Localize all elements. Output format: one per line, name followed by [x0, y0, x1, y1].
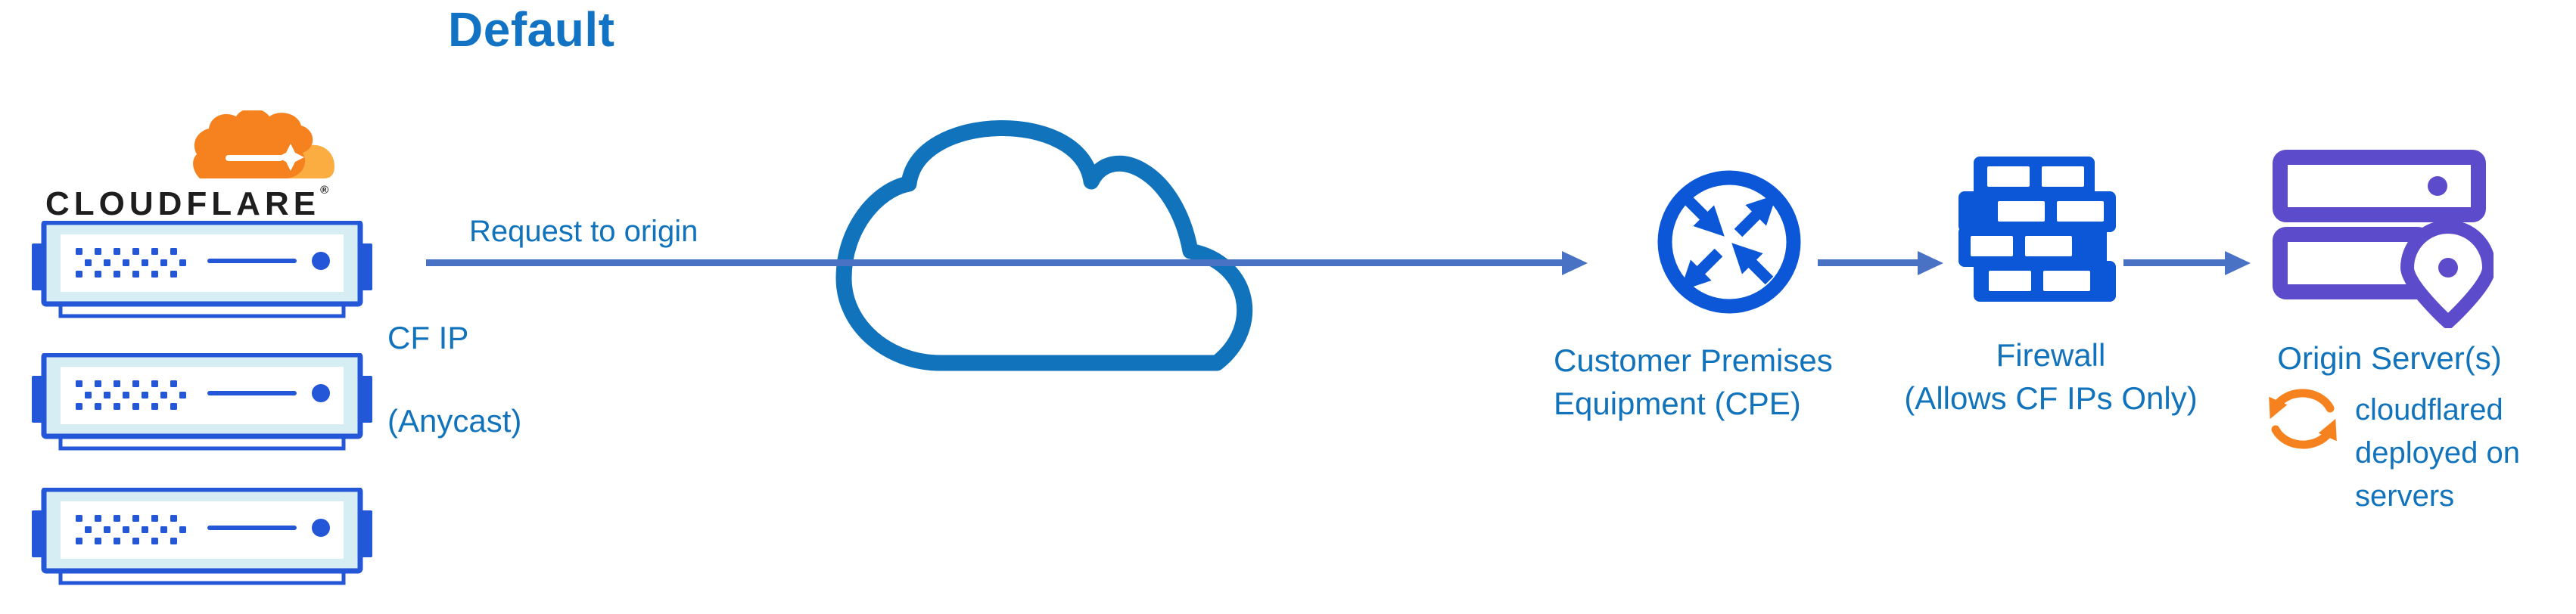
cpe-label-line1: Customer Premises	[1554, 343, 1833, 378]
request-arrow-line	[426, 259, 1562, 266]
anycast-line: (Anycast)	[387, 403, 522, 439]
cloudflare-logo-icon	[189, 108, 338, 184]
request-arrow-label: Request to origin	[469, 215, 698, 248]
cloudflare-edge-server-icon	[32, 352, 372, 452]
cloudflared-note: cloudflared deployed on servers	[2355, 389, 2576, 518]
cloudflare-edge-server-icon	[32, 486, 372, 587]
origin-server-icon	[2273, 150, 2496, 332]
cpe-to-firewall-arrow-head	[1918, 251, 1943, 275]
request-arrow-head	[1562, 251, 1588, 275]
cpe-label-line2: Equipment (CPE)	[1554, 386, 1801, 421]
cpe-to-firewall-arrow-line	[1818, 259, 1918, 266]
firewall-label-line1: Firewall	[1996, 337, 2106, 373]
firewall-label: Firewall (Allows CF IPs Only)	[1869, 333, 2232, 420]
cloudflared-sync-icon	[2257, 383, 2348, 460]
registered-mark: ®	[320, 184, 329, 197]
cpe-label: Customer Premises Equipment (CPE)	[1554, 339, 1833, 425]
cpe-router-icon	[1654, 168, 1805, 320]
cloudflare-edge-server-icon	[32, 219, 372, 320]
internet-cloud-icon	[820, 108, 1274, 378]
cloudflared-note-line3: servers	[2355, 479, 2455, 513]
cloudflare-wordmark: CLOUDFLARE®	[45, 184, 328, 223]
firewall-brick-icon	[1958, 157, 2116, 305]
origin-server-label: Origin Server(s)	[2277, 340, 2502, 376]
cloudflared-note-line1: cloudflared	[2355, 393, 2503, 426]
cf-ip-line: CF IP	[387, 320, 469, 355]
firewall-to-origin-arrow-line	[2123, 259, 2225, 266]
firewall-to-origin-arrow-head	[2225, 251, 2251, 275]
page-title: Default	[448, 2, 615, 57]
firewall-label-line2: (Allows CF IPs Only)	[1904, 380, 2198, 416]
cloudflared-note-line2: deployed on	[2355, 436, 2520, 470]
cloudflare-wordmark-text: CLOUDFLARE	[45, 185, 321, 222]
cf-ip-anycast-label: CF IP (Anycast)	[387, 275, 521, 483]
